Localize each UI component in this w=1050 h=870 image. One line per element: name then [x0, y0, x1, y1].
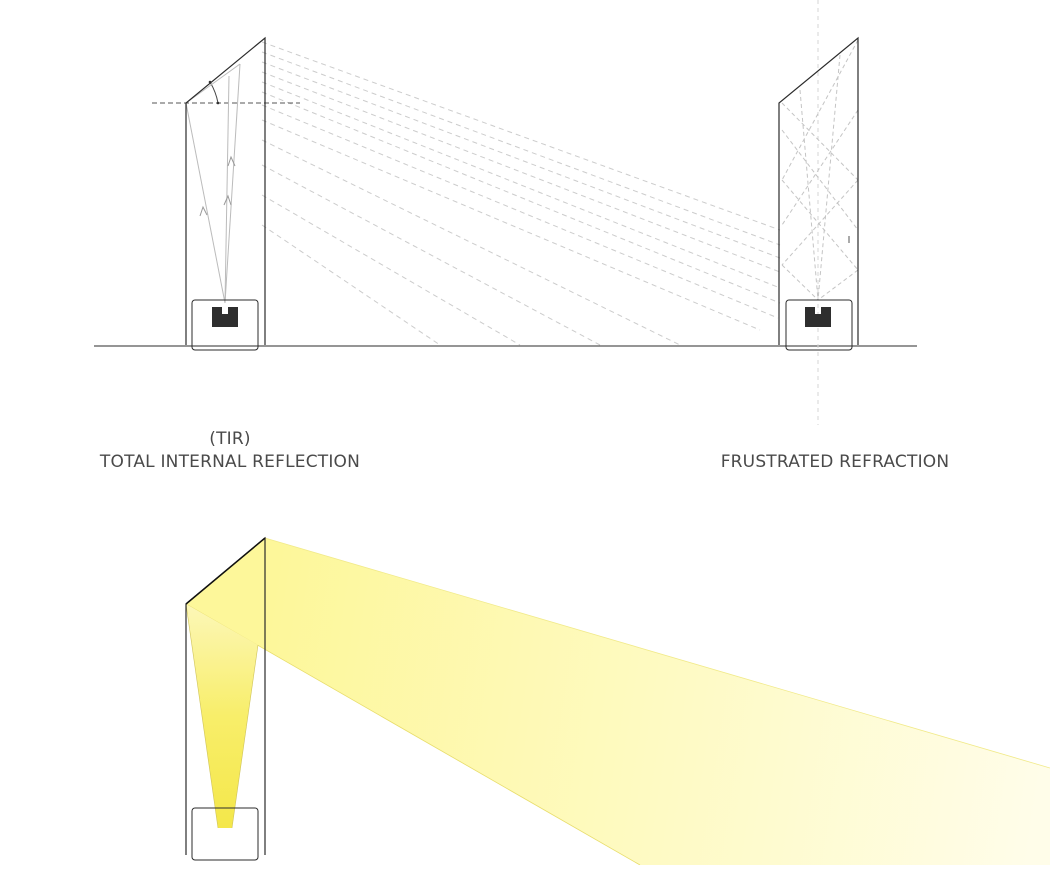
internal-cone	[186, 604, 258, 828]
led-module-icon	[805, 307, 831, 327]
reflected-beam	[186, 538, 1050, 865]
tir-diagram	[152, 36, 781, 351]
housing-right	[785, 299, 853, 351]
angle-arc	[209, 81, 219, 104]
frustrated-refraction-label: FRUSTRATED REFRACTION	[720, 452, 950, 472]
tir-title-label: TOTAL INTERNAL REFLECTION	[99, 452, 361, 472]
frustrated-diagram	[778, 0, 859, 425]
crisscross-rays	[781, 39, 859, 301]
internal-rays	[185, 63, 241, 304]
housing-bottom	[191, 807, 259, 861]
dashed-ray-fan	[261, 41, 781, 346]
led-module-icon	[212, 307, 238, 327]
prism-outline-left	[185, 36, 266, 345]
housing-left	[191, 299, 259, 351]
tir-abbreviation-label: (TIR)	[209, 429, 251, 449]
beam-illustration	[185, 536, 1050, 866]
prism-outline-right	[778, 36, 859, 345]
